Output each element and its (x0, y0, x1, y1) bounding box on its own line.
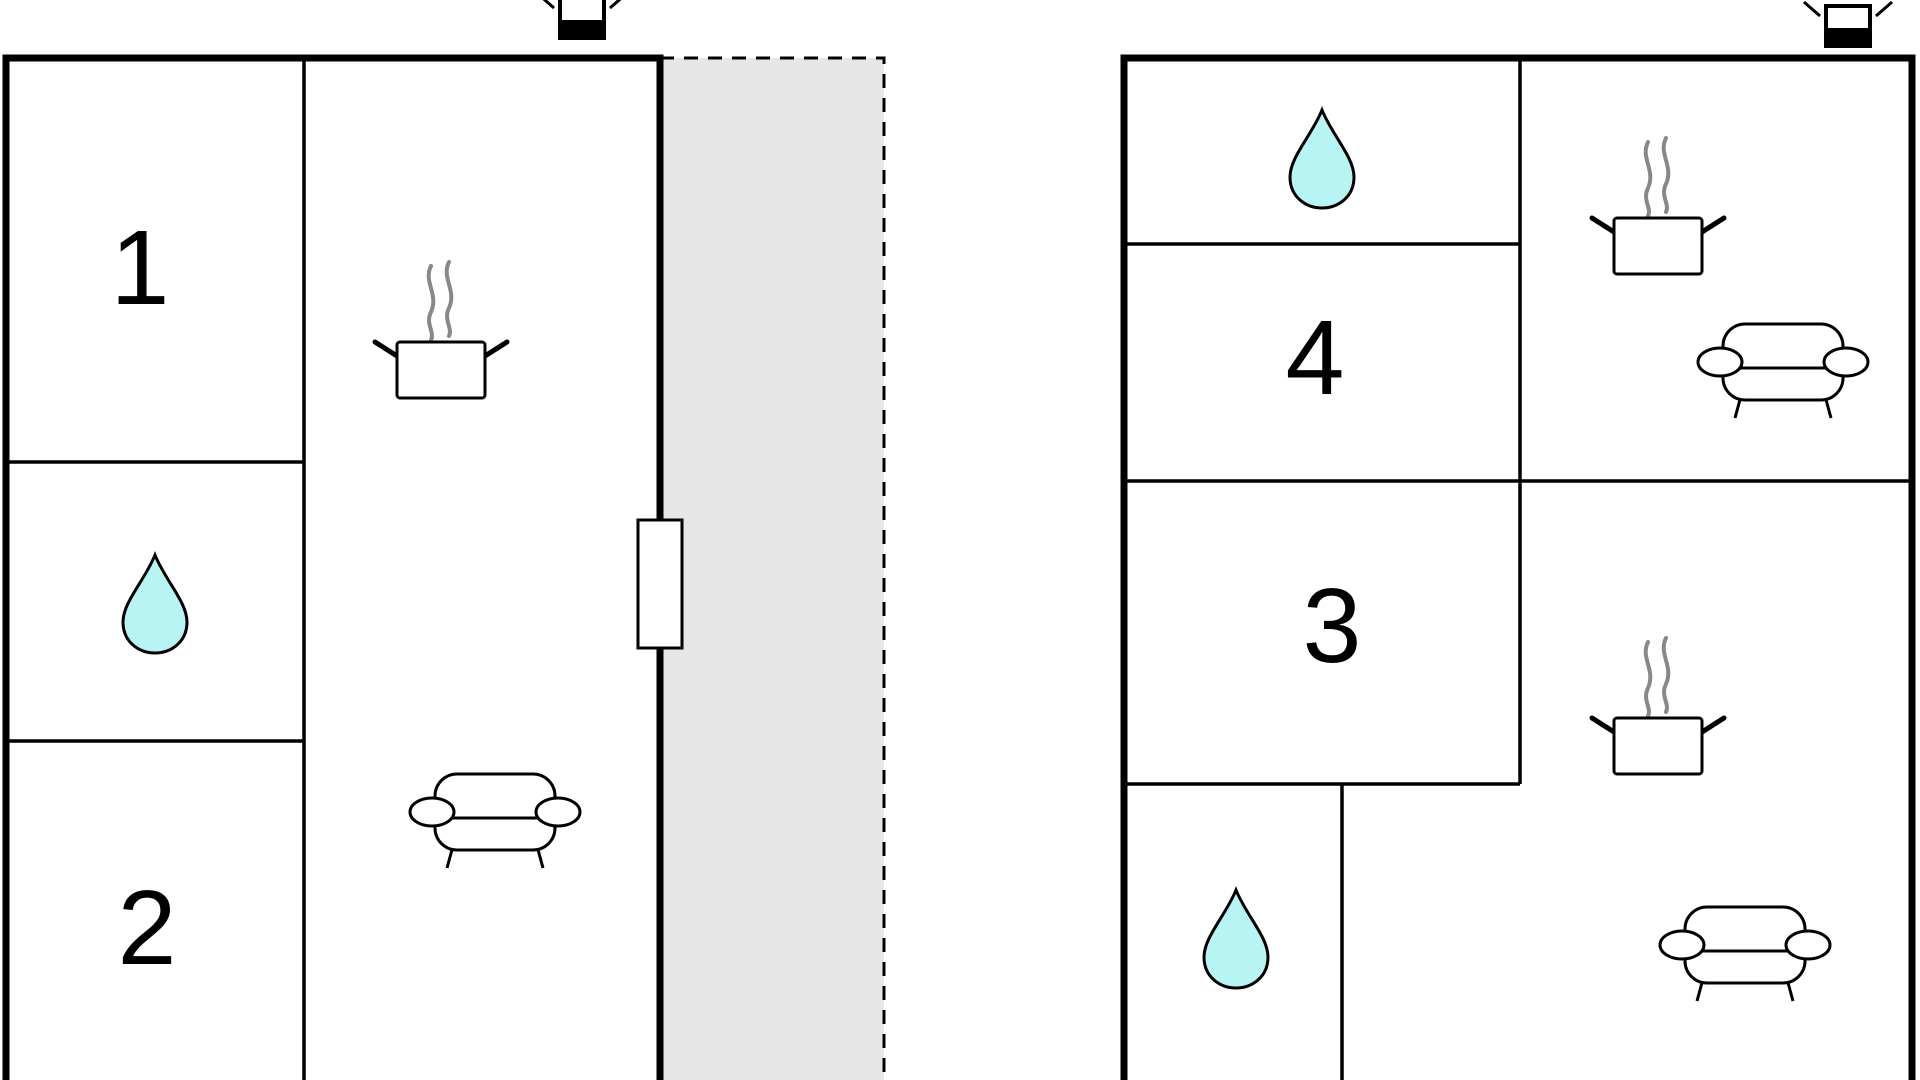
cooking-pot-icon (1592, 138, 1724, 274)
water-drop-icon (1202, 888, 1270, 990)
entrance-door-icon (1802, 0, 1894, 48)
water-drop-icon (121, 553, 189, 655)
cooking-pot-icon (375, 262, 507, 398)
room-number-4: 4 (1286, 299, 1345, 417)
room-number-1: 1 (111, 209, 170, 327)
terrace-area (658, 56, 886, 1080)
cooking-pot-icon (1592, 638, 1724, 774)
window-icon (636, 518, 684, 650)
unit-left: 1 2 (2, 0, 886, 1080)
unit-right: 4 3 (1120, 0, 1916, 1080)
unit-left-outline (2, 54, 664, 1080)
sofa-icon (1658, 905, 1832, 1003)
room-number-2: 2 (118, 869, 177, 987)
room-number-3: 3 (1303, 567, 1362, 685)
sofa-icon (1696, 322, 1870, 420)
entrance-door-icon (536, 0, 628, 40)
water-drop-icon (1288, 108, 1356, 210)
unit-right-outline (1120, 54, 1916, 1080)
sofa-icon (408, 772, 582, 870)
